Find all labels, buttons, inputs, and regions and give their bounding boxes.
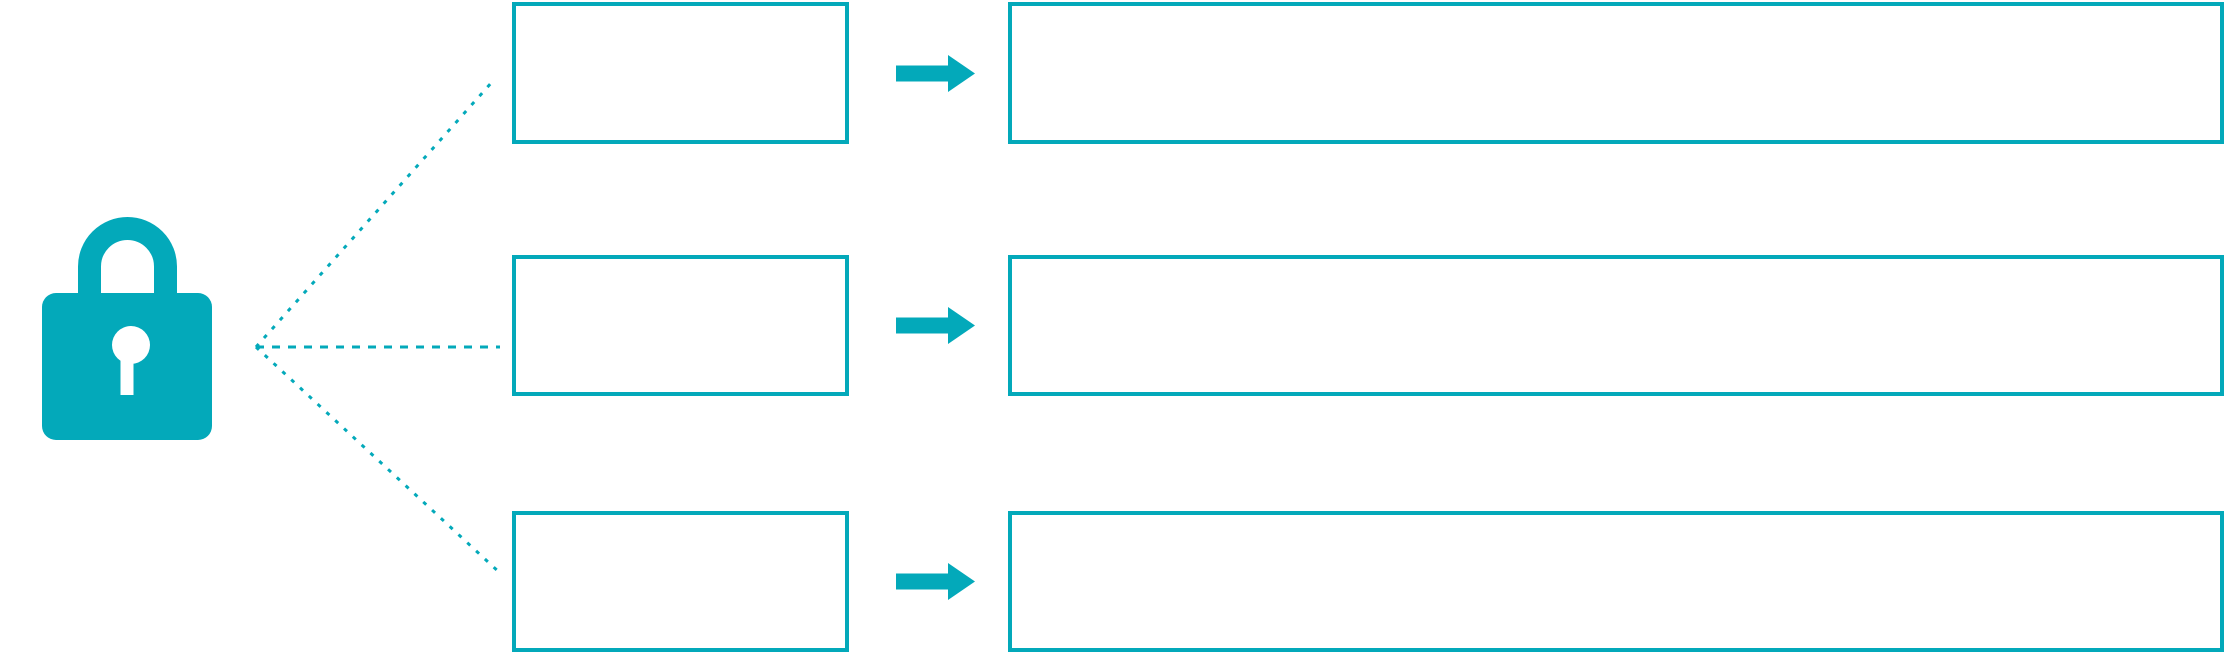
arrow-right-icon (896, 563, 975, 600)
arrow-right-shape (896, 307, 975, 344)
lock-shackle (78, 217, 177, 300)
arrow-right-icon (896, 55, 975, 92)
arrow-right-shape (896, 563, 975, 600)
arrow-right-icon (896, 307, 975, 344)
key-point-box-3 (512, 511, 849, 652)
keyhole-stem (120, 352, 134, 395)
key-point-box-2 (512, 255, 849, 396)
connector-line-top (254, 81, 494, 348)
detail-box-1 (1008, 2, 2224, 144)
detail-box-2 (1008, 255, 2224, 396)
lock-icon (42, 217, 212, 440)
detail-box-3 (1008, 511, 2224, 652)
arrow-right-shape (896, 55, 975, 92)
key-point-box-1 (512, 2, 849, 144)
connector-line-bottom (254, 345, 502, 575)
